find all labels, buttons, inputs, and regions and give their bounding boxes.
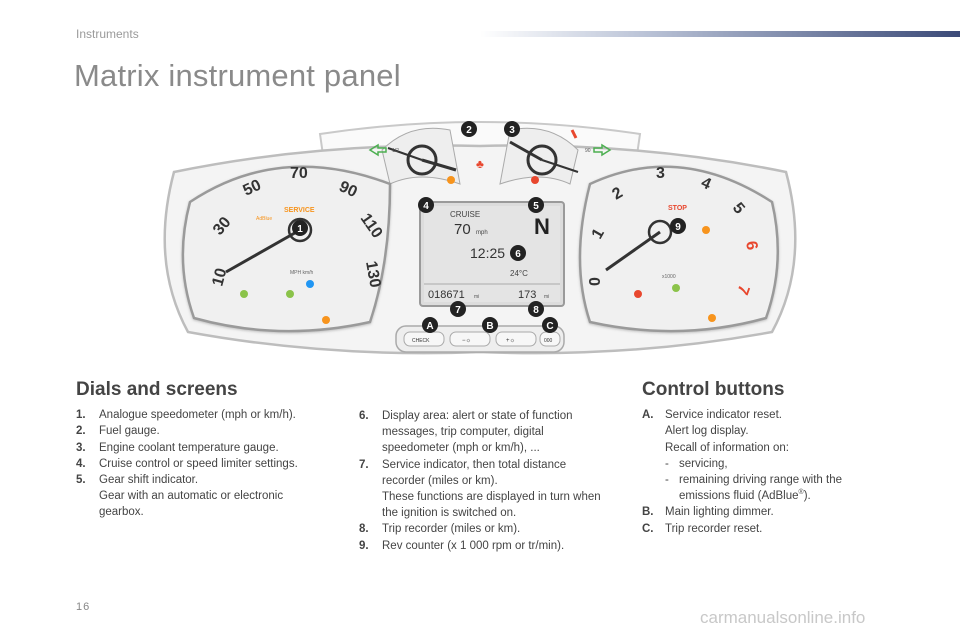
trip-unit: mi [544,294,549,300]
orange-indicator-c [708,314,716,322]
adblue-warning: AdBlue [256,216,272,222]
green-indicator-a [240,290,248,298]
control-item-a: A. Service indicator reset. Alert log di… [642,407,872,504]
clock: 12:25 [470,245,505,261]
callout-B: B [486,321,493,332]
green-indicator-c [672,284,680,292]
speedometer: 10 30 50 70 90 110 130 SERVICE AdBlue MP… [181,165,392,333]
callout-1: 1 [297,224,303,235]
right-turn-icon [593,143,612,157]
red-indicator-a [634,290,642,298]
odometer-unit: mi [474,294,479,300]
dials-column-1: Dials and screens 1.Analogue speedometer… [76,379,326,521]
left-turn-icon [368,143,387,157]
rev-unit: x1000 [662,274,676,280]
temp-gauge: 90 [499,127,591,185]
list-item: 5.Gear shift indicator. [76,474,199,487]
dimmer-down-label: −☼ [462,338,471,344]
controls-heading: Control buttons [642,379,785,400]
watermark: carmanualsonline.info [700,608,866,627]
speedo-tick-10: 10 [209,266,230,288]
central-display: CRUISE 70 mph N 12:25 24°C 018671 mi 173… [419,201,565,307]
dimmer-up-label: +☼ [506,338,515,344]
rev-counter: 0 1 2 3 4 5 6 7 STOP x1000 [578,165,779,333]
speedo-unit: MPH km/h [290,270,314,276]
speedo-tick-130: 130 [362,260,383,289]
speedo-tick-50: 50 [241,177,264,200]
dials-column-2: 6.Display area: alert or state of functi… [359,408,607,554]
orange-indicator-b [702,226,710,234]
trip-reset-label: 000 [544,338,553,344]
list-item: 4.Cruise control or speed limiter settin… [76,457,298,470]
orange-indicator [322,316,330,324]
callout-C: C [546,321,553,332]
speedo-tick-70: 70 [290,165,308,182]
page-number: 16 [76,601,91,613]
rev-tick-6: 6 [742,240,760,252]
cruise-speed: 70 [454,221,471,238]
sub-item: -servicing, [665,457,728,470]
list-item-extra: These functions are displayed in turn wh… [382,491,601,520]
list-item-extra: Gear with an automatic or electronic gea… [99,490,284,519]
callout-8: 8 [533,305,539,316]
dials-heading: Dials and screens [76,379,238,400]
red-warning-icon-a [531,176,539,184]
callout-7: 7 [455,305,461,316]
fuel-low-label: 1/2 [392,148,399,154]
exterior-temp: 24°C [510,269,528,278]
temp-max-label: 90 [585,148,591,154]
speedo-needle [225,228,301,274]
control-item-c: C.Trip recorder reset. [642,522,763,535]
list-item: 6.Display area: alert or state of functi… [359,410,573,455]
trip-distance: 173 [518,289,536,301]
page-title: Matrix instrument panel [74,58,401,93]
callout-6: 6 [515,249,521,260]
callout-markers: 1 2 3 4 5 6 7 8 9 A B C [292,121,686,333]
header-bar [480,31,960,37]
blue-indicator [306,280,314,288]
cruise-label: CRUISE [450,210,480,219]
fuel-gauge: 1/2 [381,127,461,185]
list-item: 1.Analogue speedometer (mph or km/h). [76,409,296,422]
section-label: Instruments [76,27,139,41]
list-item: 8.Trip recorder (miles or km). [359,523,521,536]
cruise-speed-unit: mph [476,230,488,236]
check-button-label: CHECK [412,338,430,344]
rev-tick-0: 0 [587,277,604,286]
instrument-cluster-illustration: 1/2 90 ♣ 10 30 50 70 90 110 130 SERVICE … [163,121,797,355]
list-item: 3.Engine coolant temperature gauge. [76,441,279,454]
rev-tick-3: 3 [656,165,665,182]
control-item-b: B.Main lighting dimmer. [642,506,774,519]
list-item: 7.Service indicator, then total distance… [359,458,567,487]
callout-A: A [426,321,433,332]
orange-warning-icon-a [447,176,455,184]
service-warning: SERVICE [284,207,315,214]
callout-4: 4 [423,201,429,212]
seatbelt-warning-icon: ♣ [476,157,484,171]
green-indicator-b [286,290,294,298]
gear-indicator: N [534,214,550,239]
list-item: 2.Fuel gauge. [76,425,160,438]
controls-column: Control buttons A. Service indicator res… [642,379,872,537]
control-button-panel: CHECK −☼ +☼ 000 [395,325,565,353]
odometer: 018671 [428,289,465,301]
callout-3: 3 [509,125,515,136]
speedo-tick-90: 90 [336,178,359,201]
list-item: 9.Rev counter (x 1 000 rpm or tr/min). [359,539,565,552]
callout-2: 2 [466,125,472,136]
callout-9: 9 [675,222,681,233]
callout-5: 5 [533,201,539,212]
stop-warning: STOP [668,205,687,212]
sub-item: -remaining driving range with the emissi… [665,474,843,503]
